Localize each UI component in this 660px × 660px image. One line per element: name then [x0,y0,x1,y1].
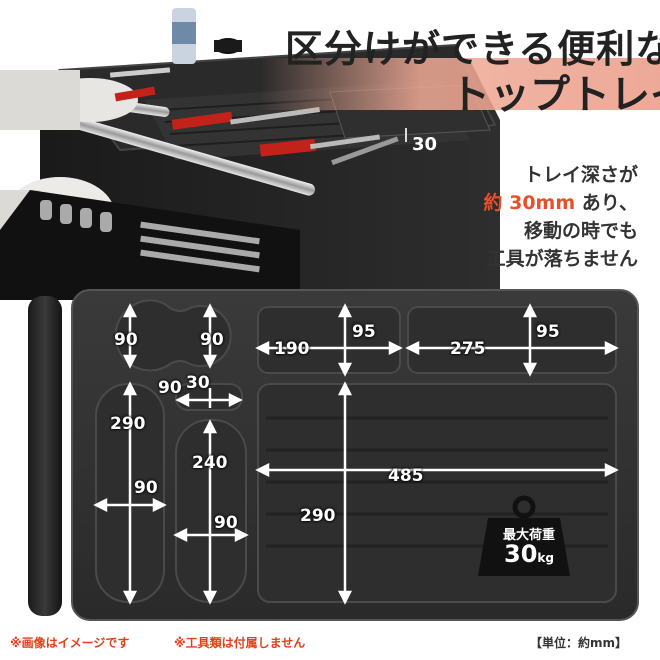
dim-rect-190-h: 95 [352,322,376,342]
dim-big-w: 485 [388,466,424,486]
dim-round-right: 90 [200,330,224,350]
desc-line3: 移動の時でも [523,220,638,242]
load-unit: kg [537,551,554,565]
dim-rect-190: 190 [274,339,310,359]
dim-big-h: 290 [300,506,336,526]
footnote-image: ※画像はイメージです [10,636,130,650]
dim-rect-275-h: 95 [536,322,560,342]
dimension-arrows [93,303,619,605]
dim-mid-h: 240 [192,453,228,473]
desc-line1: トレイ深さが [523,164,638,186]
headline-highlight-band [260,58,660,110]
load-value: 30 [504,540,538,568]
load-label: 最大荷重 [502,528,555,543]
desc-line2-rest: あり、 [575,192,638,214]
dim-round-left: 90 [114,330,138,350]
pocket-190 [257,306,401,374]
load-value-wrap: 30kg [488,540,570,568]
side-handle [28,296,62,616]
dim-slot-90: 90 [158,378,182,398]
photo-depth-label: 30 [412,134,438,155]
headline-line2: トップトレイ [450,72,660,118]
unit-note: 【単位：約mm】 [530,636,628,650]
dim-long-left-w: 90 [134,478,158,498]
dim-slot-30: 30 [186,373,210,393]
dim-mid-w: 90 [214,513,238,533]
desc-line2: 約 30mm あり、 [483,188,638,215]
dim-rect-275: 275 [450,339,486,359]
desc-line4: 工具が落ちません [486,248,638,270]
dim-long-left-h: 290 [110,414,146,434]
depth-marker [405,128,407,142]
headline-line1: 区分けができる便利な [285,27,660,71]
weight-icon [478,495,570,576]
desc-depth-accent: 約 30mm [483,192,576,214]
footnote-tools: ※工具類は付属しません [174,636,306,650]
big-pocket-ribs [266,416,608,548]
pocket-275 [407,306,617,374]
